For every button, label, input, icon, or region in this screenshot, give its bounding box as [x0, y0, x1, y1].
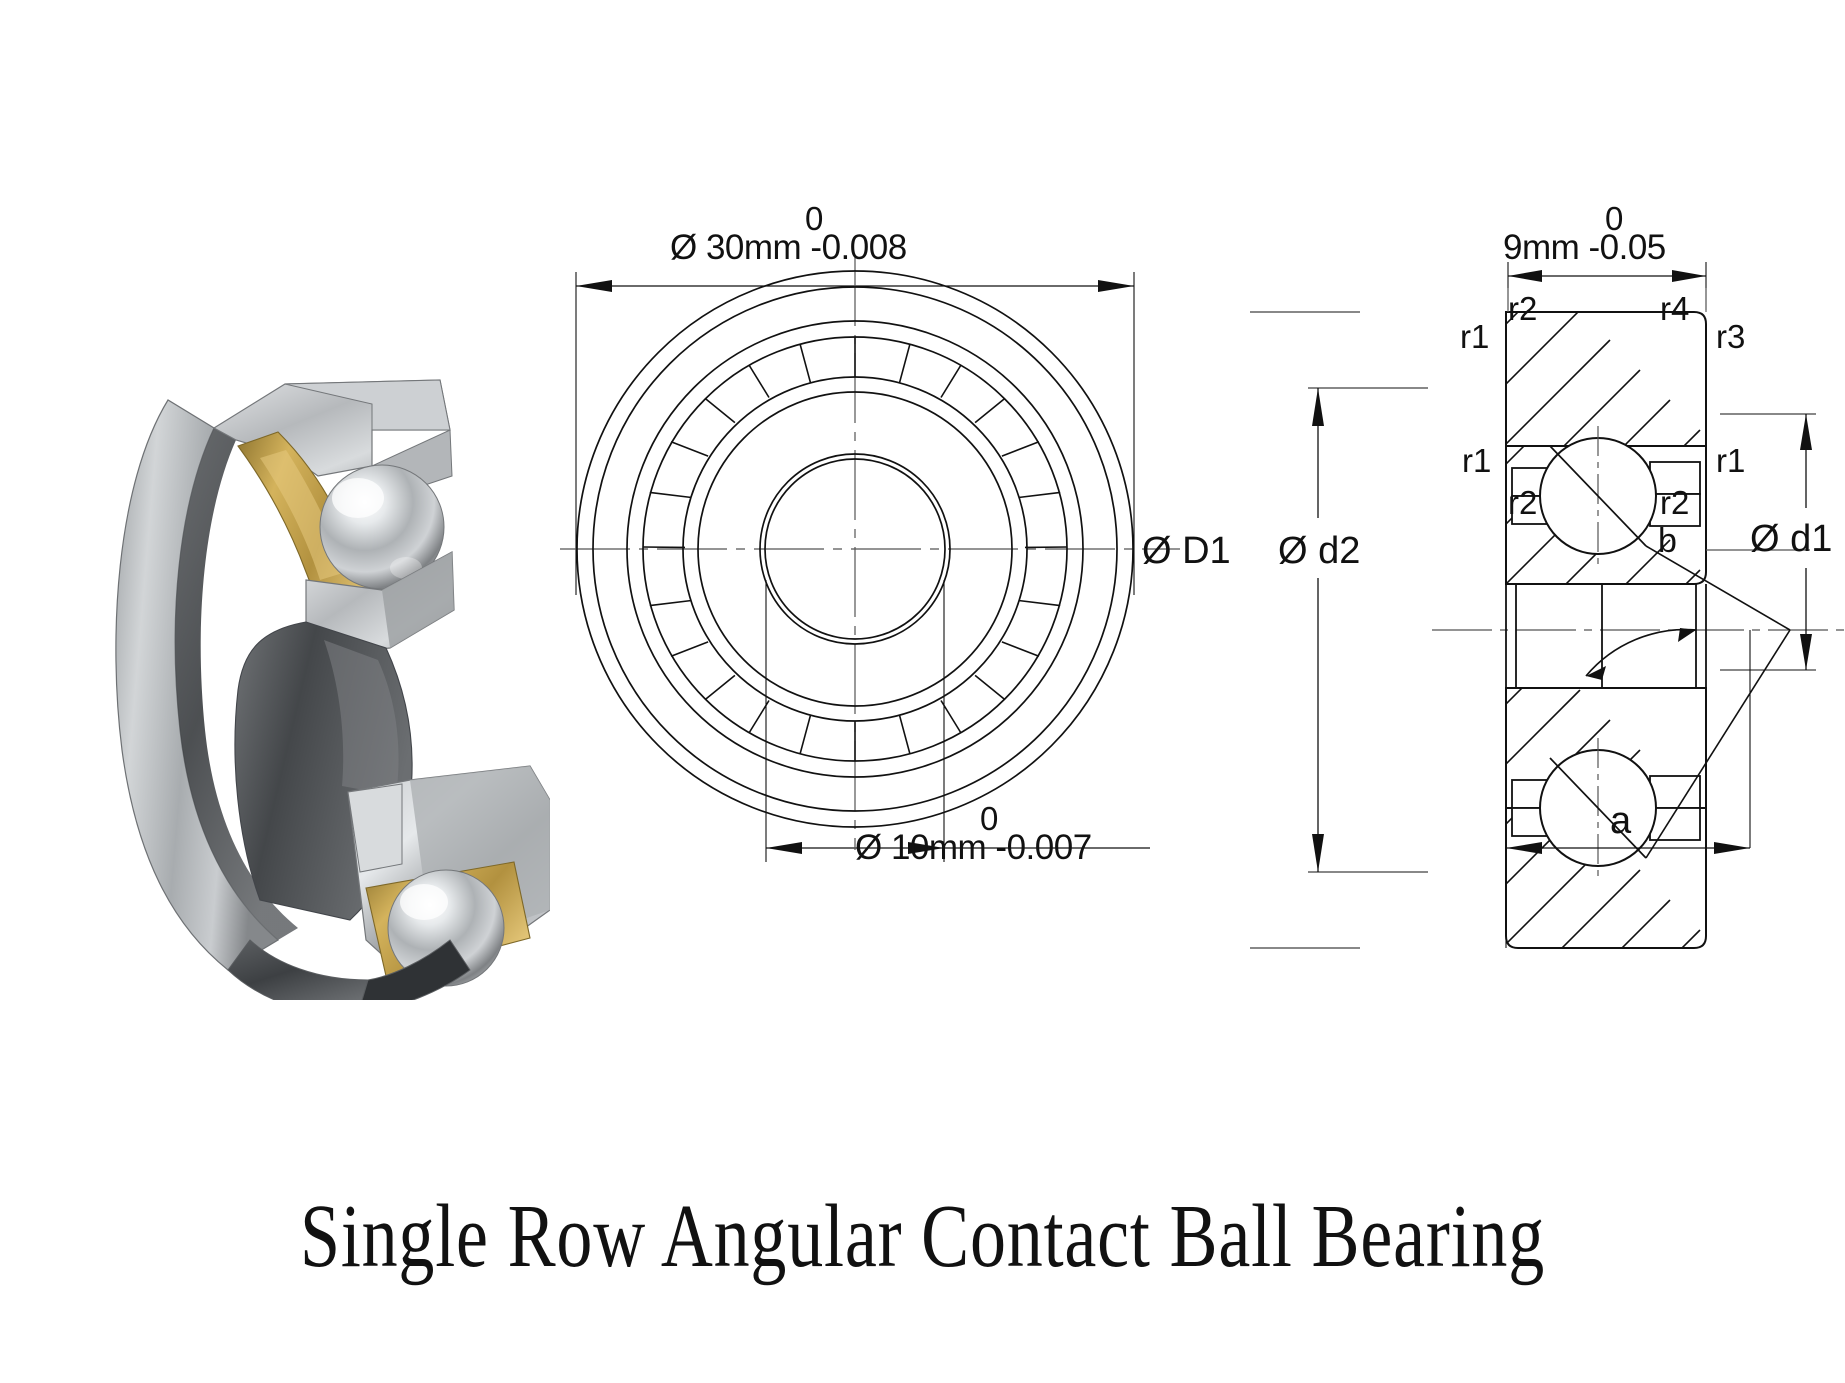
- od-arrow-right: [1098, 280, 1134, 292]
- render-svg: [115, 379, 551, 1016]
- outer-ring-shadow: [175, 428, 298, 940]
- radius-label-r1-top-left: r1: [1460, 318, 1490, 355]
- radius-label-r1-mid-right: r1: [1716, 442, 1746, 479]
- od-tolerance-upper: 0: [805, 200, 824, 237]
- outer-ring-id: [592, 286, 1118, 812]
- width-arrow-right: [1672, 270, 1706, 282]
- section-vertical-ext-lines: [1507, 288, 1707, 312]
- bore-tolerance-upper: 0: [980, 800, 999, 837]
- width-tolerance-upper: 0: [1605, 200, 1624, 237]
- contact-angle-line-upper: [1549, 445, 1647, 547]
- d1-dimension: [1720, 413, 1816, 671]
- diameter-label-d1: Ø d1: [1750, 518, 1833, 560]
- inner-ring-bottom-notch: [347, 783, 403, 873]
- diameter-label-d2: Ø d2: [1278, 530, 1361, 572]
- bore-circle: [764, 458, 946, 640]
- cross-section-view: 0 9mm -0.05 r2 r4 r1 r3 r1 r1 r2 r2 b Ø …: [1142, 200, 1845, 1080]
- inner-race-highlight: [324, 640, 399, 796]
- front-view-svg: [560, 256, 1180, 862]
- od-arrow-left: [576, 280, 612, 292]
- outer-ring-lower-flange-edge: [382, 552, 454, 648]
- d2-dimension: [1308, 387, 1428, 873]
- D1-dimension: [1188, 311, 1360, 949]
- radius-label-r3-top-right: r3: [1716, 318, 1746, 355]
- cage-pocket-dividers: [642, 337, 1068, 761]
- ball-upper-specular: [332, 478, 384, 518]
- diameter-label-D1: Ø D1: [1142, 530, 1231, 572]
- contact-angle-reference-lines: [1645, 545, 1791, 859]
- radius-label-r4-top-right: r4: [1660, 290, 1690, 327]
- contact-angle-line-lower: [1549, 757, 1647, 859]
- a-dimension: [1505, 630, 1751, 948]
- contact-angle-label: b: [1658, 522, 1677, 560]
- contact-angle-arc: [1585, 628, 1697, 680]
- axial-offset-label: a: [1610, 800, 1632, 842]
- outer-ring-od: [576, 270, 1134, 828]
- width-dimension-label: 9mm -0.05: [1503, 228, 1666, 267]
- inner-ring-od: [697, 391, 1013, 707]
- outer-raceway: [626, 320, 1084, 778]
- race-gap-lines: [1505, 584, 1707, 688]
- upper-outer-ring: [1505, 311, 1707, 447]
- bore-arrow-left: [766, 842, 802, 854]
- front-circular-view: 0 Ø 30mm -0.008 0 Ø 10mm -0.007: [560, 200, 1180, 1080]
- radius-label-r2-mid-left: r2: [1508, 484, 1538, 521]
- outer-ring-top-flange-rim: [284, 379, 451, 431]
- bore-outer-edge: [759, 453, 951, 645]
- radius-label-r2-top-left: r2: [1508, 290, 1538, 327]
- radius-label-r1-mid-left: r1: [1462, 442, 1492, 479]
- radius-label-r2-mid-right: r2: [1660, 484, 1690, 521]
- ball-lower-specular: [400, 884, 448, 920]
- bearing-3d-render: [110, 280, 551, 1016]
- bore-arrow-right: [908, 842, 944, 854]
- bore-dimension-label: Ø 10mm -0.007: [855, 828, 1092, 867]
- width-arrow-left: [1508, 270, 1542, 282]
- section-view-svg: [1188, 262, 1845, 949]
- outer-ring-bottom-arc: [227, 939, 369, 1016]
- od-dimension-label: Ø 30mm -0.008: [670, 228, 907, 267]
- page-title: Single Row Angular Contact Ball Bearing: [299, 1187, 1546, 1286]
